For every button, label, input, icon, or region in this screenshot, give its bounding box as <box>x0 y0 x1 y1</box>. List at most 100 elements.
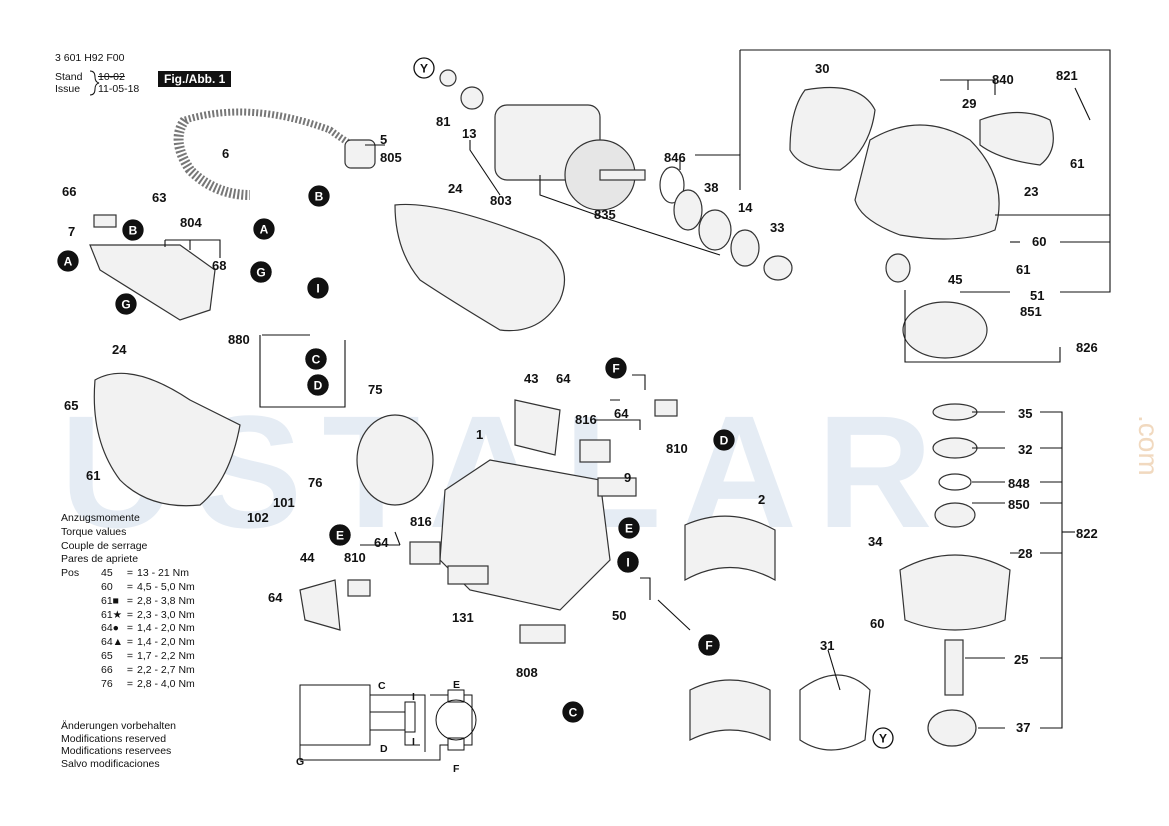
part-label: 23 <box>1024 184 1038 199</box>
part-label: 808 <box>516 665 538 680</box>
part-label: 60 <box>870 616 884 631</box>
watermark-suffix: .com <box>1133 415 1164 476</box>
torque-pos: 66 <box>101 663 113 676</box>
svg-text:I: I <box>316 282 319 296</box>
part-label: 66 <box>62 184 76 199</box>
connector-marker: D <box>713 429 735 451</box>
torque-pos: 64▲ <box>101 636 124 649</box>
part-label: 810 <box>666 441 688 456</box>
part-label: 9 <box>624 470 631 485</box>
part-label: 64 <box>556 371 571 386</box>
fan-guide-75 <box>356 414 434 506</box>
torque-row: 61★=2,3 - 3,0 Nm <box>61 609 195 623</box>
schematic-i2: I <box>412 736 415 748</box>
svg-text:Y: Y <box>879 732 887 746</box>
part-label: 33 <box>770 220 784 235</box>
torque-pos-label <box>61 636 101 650</box>
flange-28 <box>899 554 1011 631</box>
connector-marker: A <box>57 250 79 272</box>
part-label: 37 <box>1016 720 1030 735</box>
part-label: 61 <box>1070 156 1084 171</box>
part-label: 61 <box>86 468 100 483</box>
part-label: 848 <box>1008 476 1030 491</box>
stand-label: Stand <box>55 71 83 83</box>
cap-23 <box>979 111 1054 166</box>
part-label: 880 <box>228 332 250 347</box>
schematic-e: E <box>453 679 460 691</box>
connector-marker: Y <box>872 727 894 749</box>
label-808 <box>519 624 566 644</box>
part-label: 61 <box>1016 262 1030 277</box>
torque-eq: = <box>126 594 134 607</box>
part-label: 68 <box>212 258 226 273</box>
connector-marker: B <box>308 185 330 207</box>
issue-value: 11-05-18 <box>98 83 140 95</box>
figure-tag: Fig./Abb. 1 <box>158 71 232 87</box>
part-label: 102 <box>247 510 269 525</box>
torque-pos: 65 <box>101 649 113 662</box>
torque-title-en: Torque values <box>61 525 127 538</box>
part-label: 31 <box>820 638 834 653</box>
svg-text:E: E <box>336 529 344 543</box>
part-label: 826 <box>1076 340 1098 355</box>
part-label: 816 <box>575 412 597 427</box>
svg-text:A: A <box>64 255 73 269</box>
torque-value: 1,4 - 2,0 Nm <box>137 622 195 635</box>
torque-eq: = <box>126 636 134 649</box>
part-label: 822 <box>1076 526 1098 541</box>
gear-housing <box>854 124 1000 240</box>
bearing-37 <box>927 709 977 747</box>
part-label: 1 <box>476 427 483 442</box>
torque-value: 13 - 21 Nm <box>137 567 189 580</box>
part-label: 44 <box>300 550 315 565</box>
part-label: 851 <box>1020 304 1042 319</box>
field-coil-lower <box>689 679 771 741</box>
connector-marker: C <box>562 701 584 723</box>
part-label: 34 <box>868 534 883 549</box>
torque-title-fr: Couple de serrage <box>61 539 148 552</box>
torque-row: 66=2,2 - 2,7 Nm <box>61 664 195 678</box>
part-label: 64 <box>374 535 389 550</box>
part-label: 13 <box>462 126 476 141</box>
connector-marker: A <box>253 218 275 240</box>
connector-marker: Y <box>413 57 435 79</box>
cover-30 <box>789 86 876 171</box>
connector-marker: G <box>115 293 137 315</box>
torque-pos-label <box>61 581 101 595</box>
cover-44 <box>299 579 341 631</box>
part-label: 32 <box>1018 442 1032 457</box>
ring-846 <box>659 166 685 204</box>
schematic-i1: I <box>412 691 415 703</box>
ring-38 <box>698 209 732 251</box>
part-label: 38 <box>704 180 718 195</box>
fan-31 <box>799 674 871 751</box>
torque-value: 4,5 - 5,0 Nm <box>137 580 195 593</box>
part-label: 131 <box>452 610 474 625</box>
connector-marker: F <box>605 357 627 379</box>
connector-marker: I <box>617 551 639 573</box>
part-label: 45 <box>948 272 962 287</box>
svg-text:G: G <box>121 298 130 312</box>
connector-marker: B <box>122 219 144 241</box>
spindle-25 <box>944 639 964 696</box>
brush-holder-816b <box>409 541 441 565</box>
part-label: 835 <box>594 207 616 222</box>
part-label: 803 <box>490 193 512 208</box>
schematic-g: G <box>296 756 304 768</box>
part-label: 816 <box>410 514 432 529</box>
torque-pos-label <box>61 622 101 636</box>
part-label: 81 <box>436 114 450 129</box>
svg-text:I: I <box>626 556 629 570</box>
modifications-note: Änderungen vorbehalten Modifications res… <box>61 720 176 770</box>
part-label: 24 <box>112 342 127 357</box>
connector-marker: E <box>329 524 351 546</box>
label-131 <box>447 565 489 585</box>
part-label: 846 <box>664 150 686 165</box>
torque-value: 2,2 - 2,7 Nm <box>137 663 195 676</box>
part-number: 3 601 H92 F00 <box>55 52 125 64</box>
part-label: 25 <box>1014 652 1028 667</box>
torque-pos: 61★ <box>101 608 123 621</box>
cable-6b <box>183 108 372 159</box>
torque-eq: = <box>126 608 134 621</box>
